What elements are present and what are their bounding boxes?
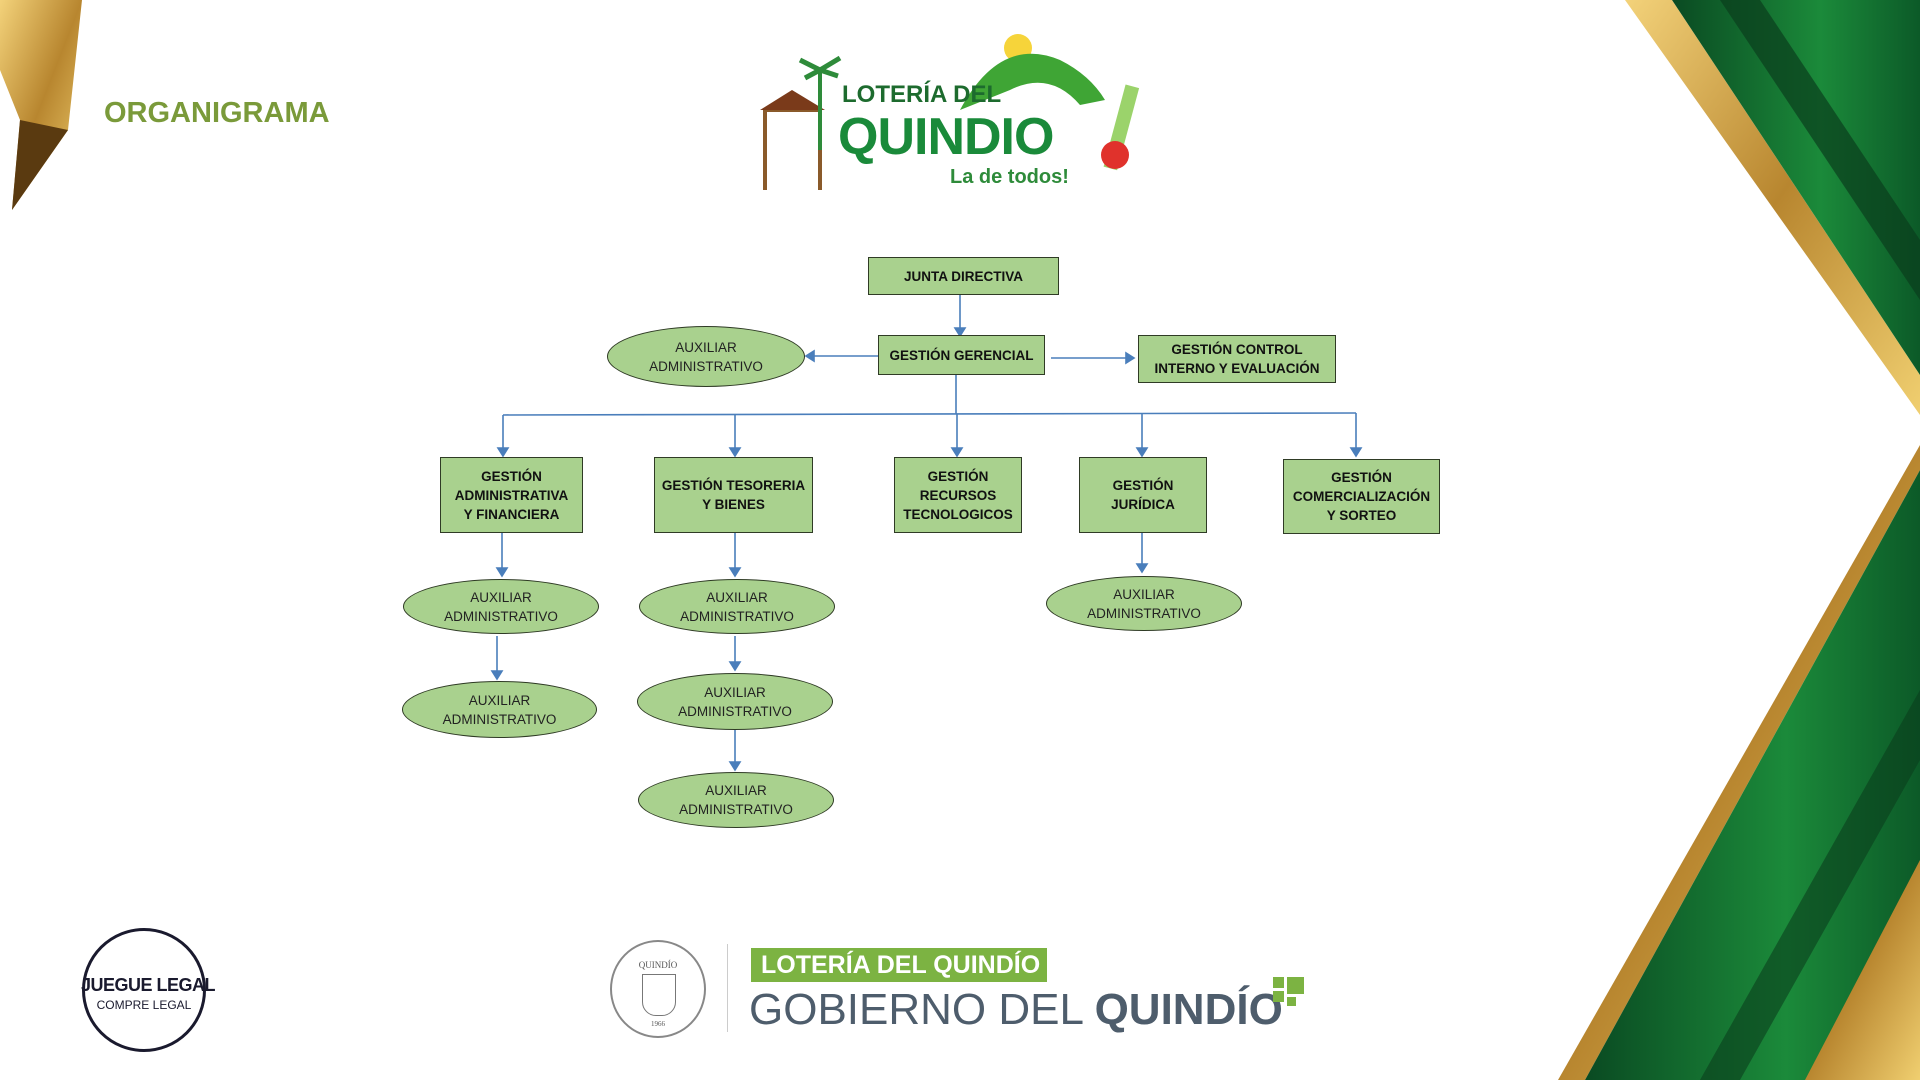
logo-tagline: La de todos! — [950, 166, 1069, 188]
node-auxiliar-gerencial: AUXILIAR ADMINISTRATIVO — [607, 326, 805, 387]
logo-line2: QUINDIO — [838, 108, 1054, 166]
node-gestion-recursos-tecnologicos: GESTIÓN RECURSOS TECNOLOGICOS — [894, 457, 1022, 533]
bottom-right-dark-band — [1700, 690, 1920, 1080]
top-left-dark-ribbon — [12, 120, 68, 210]
top-right-dark-band — [1720, 0, 1920, 300]
node-auxiliar-administrativa-1: AUXILIAR ADMINISTRATIVO — [403, 579, 599, 634]
node-gestion-juridica: GESTIÓN JURÍDICA — [1079, 457, 1207, 533]
logo-illustration-icon — [760, 34, 1140, 190]
quindio-seal: QUINDÍO 1966 — [610, 940, 706, 1038]
gobierno-del-quindio: GOBIERNO DEL QUINDÍO — [749, 987, 1283, 1033]
node-auxiliar-administrativa-2: AUXILIAR ADMINISTRATIVO — [402, 681, 597, 738]
loteria-logo: LOTERÍA DEL QUINDIO La de todos! — [760, 30, 1160, 190]
node-junta-directiva: JUNTA DIRECTIVA — [868, 257, 1059, 295]
node-gestion-tesoreria: GESTIÓN TESORERIA Y BIENES — [654, 457, 813, 533]
gobierno-light: GOBIERNO DEL — [749, 985, 1095, 1034]
seal-year: 1966 — [651, 1020, 665, 1028]
bottom-right-green-band — [1585, 470, 1920, 1080]
footer-divider — [727, 944, 728, 1032]
top-right-green-band — [1672, 0, 1920, 375]
node-auxiliar-juridica: AUXILIAR ADMINISTRATIVO — [1046, 576, 1242, 631]
loteria-banner: LOTERÍA DEL QUINDÍO — [751, 948, 1047, 982]
compre-legal-text: COMPRE LEGAL — [96, 998, 192, 1012]
logo-line1: LOTERÍA DEL — [842, 81, 1002, 108]
connectors — [490, 295, 1363, 772]
node-gestion-administrativa: GESTIÓN ADMINISTRATIVA Y FINANCIERA — [440, 457, 583, 533]
node-gestion-comercializacion: GESTIÓN COMERCIALIZACIÓN Y SORTEO — [1283, 459, 1440, 534]
bottom-right-gold-corner — [1805, 860, 1920, 1080]
page-title: ORGANIGRAMA — [104, 97, 330, 129]
node-auxiliar-tesoreria-1: AUXILIAR ADMINISTRATIVO — [639, 579, 835, 634]
seal-shield-icon — [642, 974, 676, 1016]
juegue-legal-text: JUEGUE LEGAL — [81, 975, 216, 995]
gobierno-bold: QUINDÍO — [1094, 985, 1283, 1034]
node-gestion-gerencial: GESTIÓN GERENCIAL — [878, 335, 1045, 375]
juegue-legal-badge: JUEGUE LEGAL COMPRE LEGAL — [81, 928, 216, 1052]
top-right-gold-stripe — [1625, 0, 1920, 415]
top-left-gold-ribbon — [0, 0, 82, 210]
gobierno-squares-icon — [1273, 977, 1309, 1009]
node-control-interno: GESTIÓN CONTROL INTERNO Y EVALUACIÓN — [1138, 335, 1336, 383]
seal-text: QUINDÍO — [638, 960, 678, 970]
node-auxiliar-tesoreria-3: AUXILIAR ADMINISTRATIVO — [638, 772, 834, 828]
bottom-right-gold-stripe — [1558, 445, 1920, 1080]
node-auxiliar-tesoreria-2: AUXILIAR ADMINISTRATIVO — [637, 673, 833, 730]
